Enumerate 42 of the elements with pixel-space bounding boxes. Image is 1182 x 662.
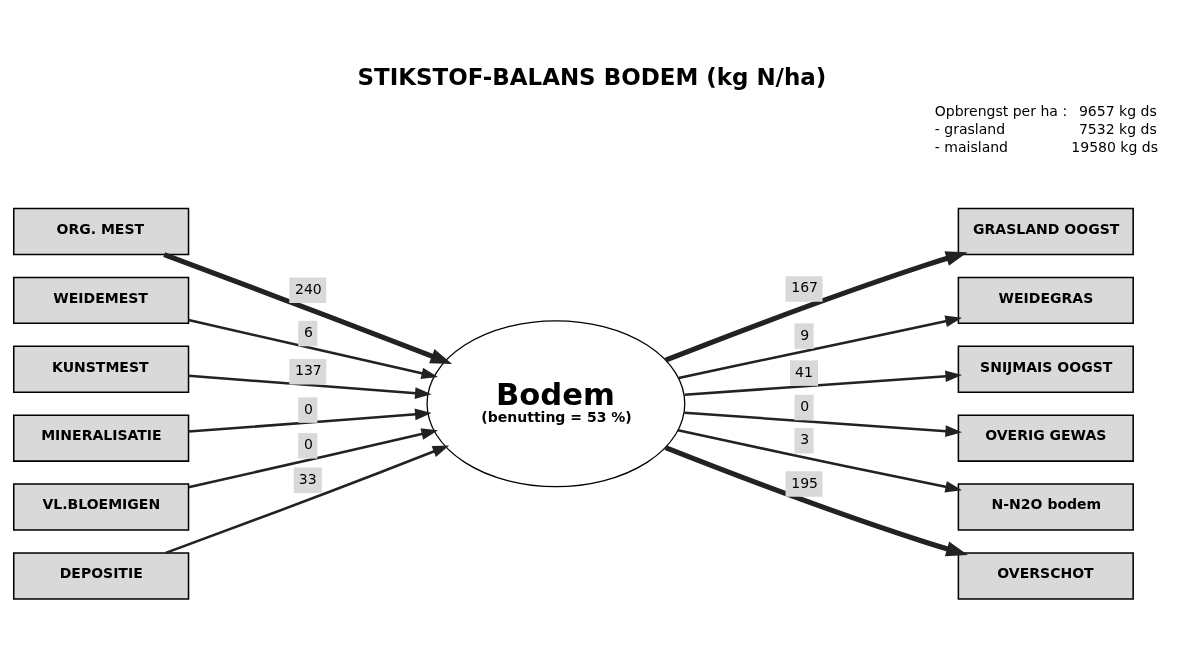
edge-label: 0 [303,400,313,417]
arrow [165,445,450,555]
node-box: MINERALISATIE [13,414,190,462]
arrow [684,370,962,396]
edge-label: 9 [800,326,810,343]
arrow [664,445,968,557]
label: Opbrengst per ha : [934,103,1068,120]
node-box: OVERSCHOT [957,552,1134,600]
node-box: WEIDEGRAS [957,276,1134,325]
node-box: KUNSTMEST [13,345,190,393]
node-box: SNIJMAIS OOGST [957,345,1134,393]
arrow [188,374,432,399]
node-box: ORG. MEST [13,207,190,256]
edge-label: 6 [303,324,313,341]
arrow [678,315,962,380]
node-box: VL.BLOEMIGEN [13,483,190,531]
node-box: OVERIG GEWAS [957,414,1134,462]
node-box: DEPOSITIE [13,552,190,600]
edge-label: 195 [791,474,819,491]
label: - maisland [934,139,1009,156]
label: 9657 kg ds [1078,103,1157,120]
node-box: WEIDEMEST [13,276,190,325]
node-box: GRASLAND OOGST [957,207,1134,256]
edge-label: 33 [298,470,317,487]
node-box: N-N2O bodem [957,483,1134,531]
edge-label: 137 [295,362,322,379]
label: 7532 kg ds [1078,121,1157,138]
diagram-title: STIKSTOF-BALANS BODEM (kg N/ha) [357,64,827,91]
edge-label: 3 [800,431,810,448]
edge-label: 0 [800,398,810,415]
edge-label: 167 [791,279,819,296]
edge-label: 240 [295,280,322,297]
edge-label: 0 [303,436,313,453]
arrow [684,411,962,437]
arrow [163,252,453,364]
arrow [677,429,962,493]
edge-label: 41 [795,363,813,380]
arrow [188,428,438,489]
arrow [188,408,432,433]
label: 19580 kg ds [1071,139,1159,156]
label: - grasland [934,121,1006,138]
arrow [664,251,968,363]
